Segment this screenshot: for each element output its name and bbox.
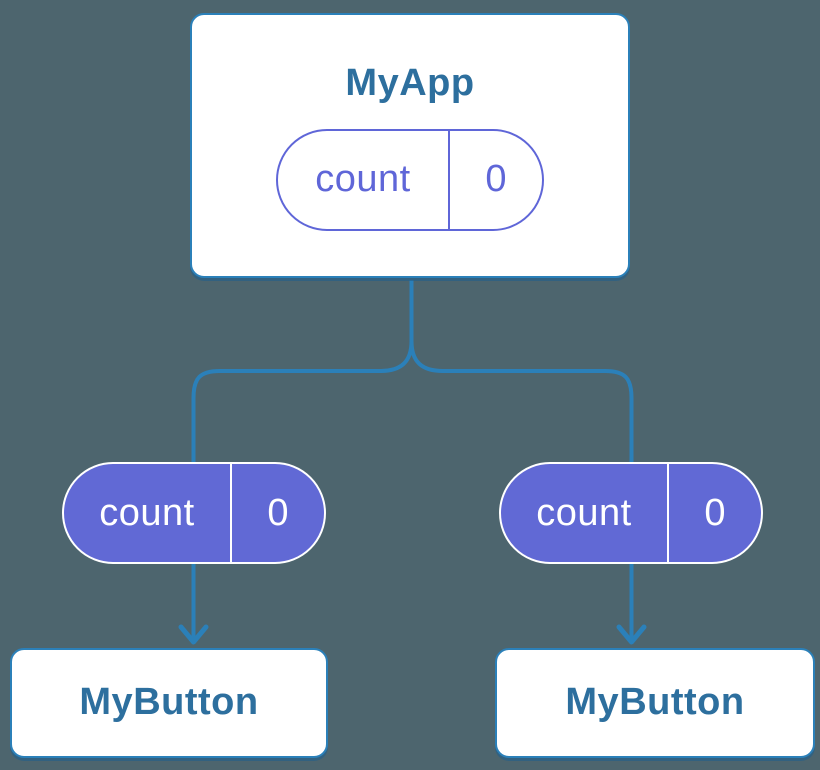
arrowhead-right-icon — [616, 624, 647, 645]
state-value: 0 — [704, 491, 726, 534]
state-name: count — [501, 464, 669, 562]
state-pill-myapp: count 0 — [276, 128, 544, 231]
component-card-mybutton-right: MyButton — [495, 648, 815, 758]
connector-left-branch-line — [191, 280, 414, 639]
state-name: count — [278, 130, 450, 229]
component-title: MyButton — [79, 681, 259, 724]
component-card-mybutton-left: MyButton — [10, 648, 328, 758]
state-pill-right-button: count 0 — [499, 462, 763, 564]
state-value: 0 — [267, 491, 289, 534]
arrowhead-left-icon — [178, 624, 209, 645]
component-title: MyButton — [565, 681, 745, 724]
state-value: 0 — [485, 158, 507, 201]
connector-right-branch-line — [409, 280, 634, 639]
state-name: count — [64, 464, 232, 562]
component-title: MyApp — [345, 62, 475, 104]
component-card-myapp: MyApp count 0 — [190, 13, 630, 278]
state-pill-left-button: count 0 — [62, 462, 326, 564]
